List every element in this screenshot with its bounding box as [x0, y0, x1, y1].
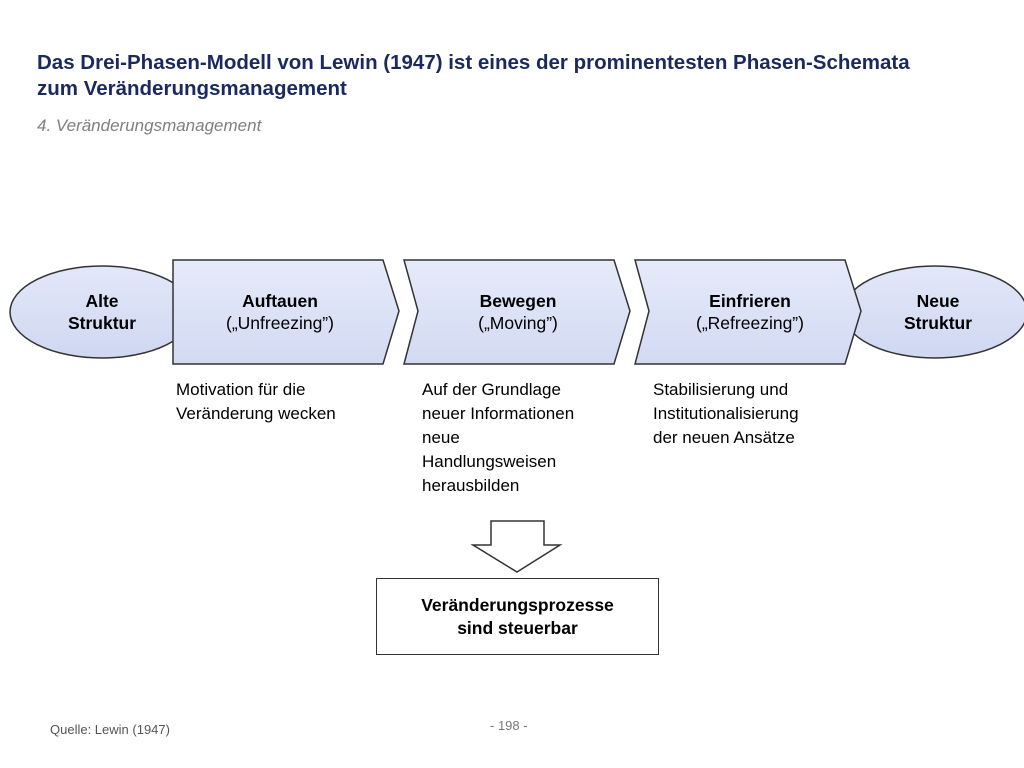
- slide-subtitle: 4. Veränderungsmanagement: [37, 116, 262, 135]
- phase-label-refreezing: Einfrieren („Refreezing”): [696, 291, 804, 333]
- phase-chevron-refreezing: [634, 259, 862, 365]
- result-line-1: Veränderungsprozesse: [421, 594, 614, 615]
- phase-description-unfreezing: Motivation für die Veränderung wecken: [176, 380, 336, 423]
- source-note: Quelle: Lewin (1947): [50, 722, 170, 737]
- phase-label-unfreezing: Auftauen („Unfreezing”): [226, 291, 334, 333]
- start-structure-label: Alte Struktur: [67, 291, 137, 333]
- result-box: Veränderungsprozesse sind steuerbar: [376, 578, 659, 655]
- phase-chevron-unfreezing: [172, 259, 400, 365]
- phase-description-refreezing: Stabilisierung und Institutionalisierung…: [653, 380, 799, 447]
- page-number: - 198 -: [490, 718, 528, 733]
- result-line-2: sind steuerbar: [457, 617, 578, 638]
- phase-description-moving: Auf der Grundlage neuer Informationen ne…: [422, 380, 575, 495]
- end-structure-label: Neue Struktur: [903, 291, 973, 333]
- slide-title: Das Drei-Phasen-Modell von Lewin (1947) …: [37, 51, 910, 100]
- down-arrow-icon: [470, 520, 563, 573]
- phase-chevron-moving: [403, 259, 631, 365]
- phase-label-moving: Bewegen („Moving”): [478, 291, 558, 333]
